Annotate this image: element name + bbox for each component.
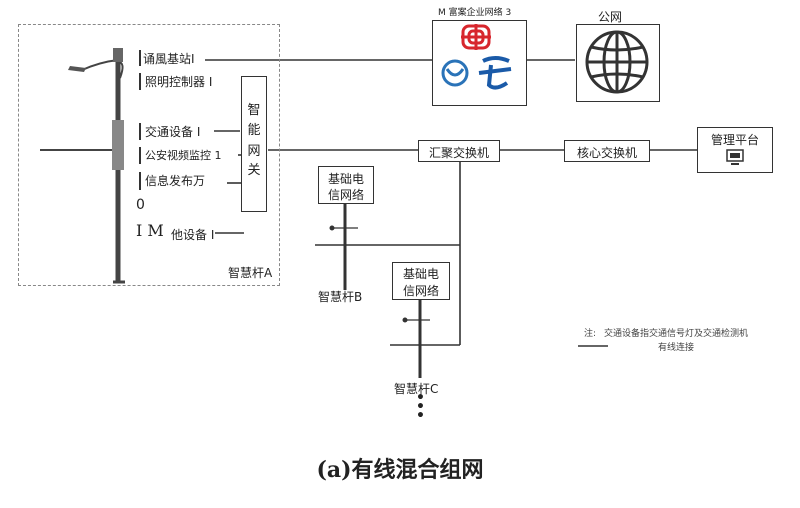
device-video-surveillance: 公安视频监控 1	[145, 149, 222, 162]
management-platform-label: 管理平台	[710, 133, 759, 147]
device-lighting-controller: 照明控制器 Ⅰ	[145, 75, 213, 89]
aggregation-switch-label: 汇聚交换机	[428, 146, 489, 160]
pole-c-label: 智慧杆C	[394, 382, 439, 396]
gateway-char: 智	[247, 103, 261, 118]
street-lamp-pole-icon	[40, 48, 125, 284]
operator-network-box	[432, 20, 527, 106]
device-base-station: 诵風基站Ⅰ	[143, 52, 195, 66]
legend-wired: 有线连接	[658, 343, 695, 353]
core-switch-box	[564, 140, 650, 162]
aggregation-switch-box	[418, 140, 500, 162]
china-telecom-logo	[478, 56, 512, 90]
more-poles-ellipsis: • • •	[416, 390, 425, 424]
gateway-char: 能	[247, 123, 261, 138]
pole-b-label: 智慧杆B	[318, 290, 363, 304]
china-mobile-logo	[441, 59, 469, 87]
device-other-prefix: Ⅰ M	[136, 221, 164, 240]
globe-icon	[585, 30, 649, 94]
legend-note-prefix: 注:	[584, 329, 597, 339]
public-network-title: 公网	[598, 10, 623, 24]
pole-b-telecom-box	[318, 166, 374, 204]
pole-b-telecom-line2: 信网络	[327, 188, 364, 202]
pole-a-enclosure	[18, 24, 280, 286]
pole-c-telecom-box	[392, 262, 450, 300]
monitor-icon	[726, 149, 744, 165]
figure-caption: (a)有线混合组网	[316, 457, 484, 483]
operator-logos	[441, 24, 512, 90]
pole-c-telecom-line2: 信网络	[402, 284, 439, 298]
legend-note: 交通设备指交通信号灯及交通检测机	[604, 329, 749, 339]
pole-a-label: 智慧杆A	[228, 266, 273, 280]
device-other: 他设备 Ⅰ	[171, 228, 215, 242]
pole-c-telecom-line1: 基础电	[402, 267, 439, 281]
operator-network-title: M 富案企业网络 3	[438, 8, 512, 18]
device-partial: 0	[136, 197, 145, 213]
core-switch-label: 核心交换机	[576, 146, 637, 160]
gateway-char: 关	[247, 163, 261, 178]
public-network-box	[576, 24, 660, 102]
device-traffic: 交通设备 Ⅰ	[145, 125, 201, 139]
device-info-display: 信息发布万	[145, 174, 206, 188]
smart-gateway	[241, 76, 267, 212]
gateway-char: 网	[247, 144, 261, 159]
china-unicom-logo	[461, 24, 491, 50]
pole-b-telecom-line1: 基础电	[327, 172, 364, 186]
